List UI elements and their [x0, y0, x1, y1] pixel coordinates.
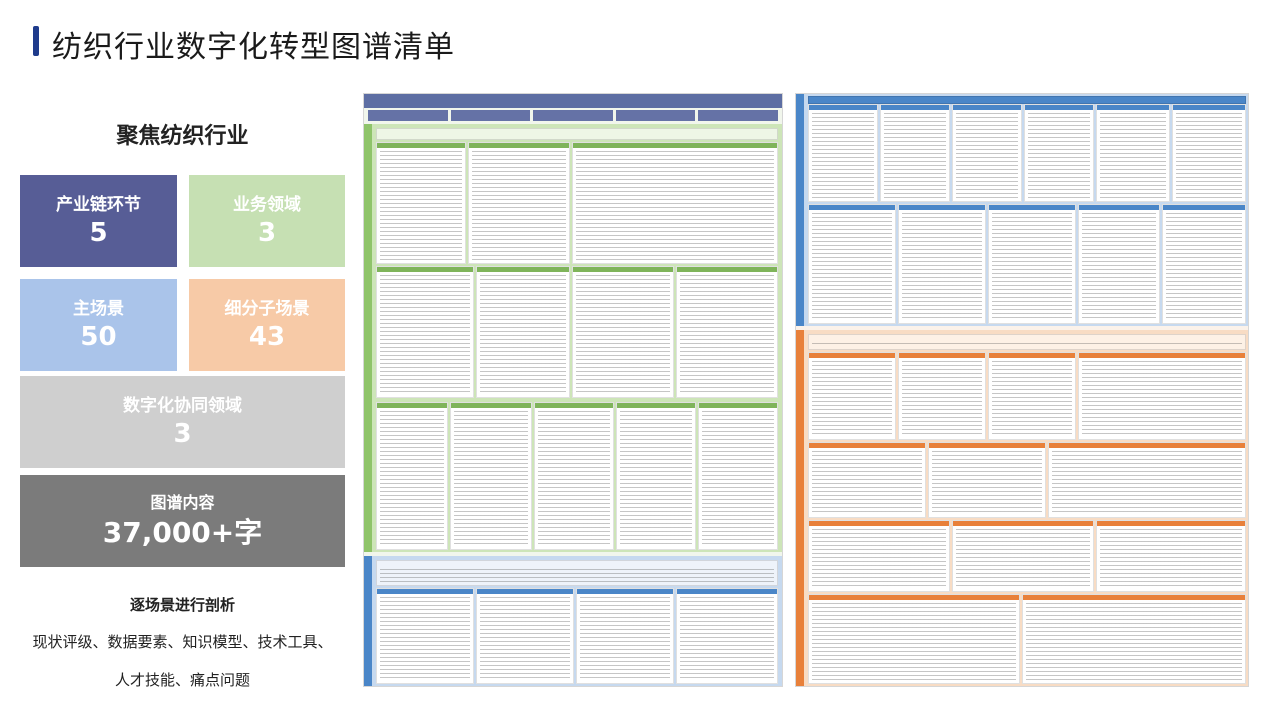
map-block — [898, 204, 986, 324]
stat-tile-sub-scenes: 细分子场景 43 — [189, 279, 345, 371]
map-thumbnail-collaboration — [795, 93, 1249, 687]
stat-label: 细分子场景 — [224, 299, 310, 319]
map-block — [1022, 594, 1246, 684]
stat-label: 数字化协同领域 — [123, 396, 242, 416]
map-block — [808, 96, 1246, 104]
stat-value: 3 — [173, 419, 192, 449]
analysis-dimensions-line: 人才技能、痛点问题 — [114, 671, 250, 689]
map-block — [988, 352, 1076, 440]
map-block — [988, 204, 1076, 324]
map-block — [898, 352, 986, 440]
chain-step — [450, 110, 531, 121]
stat-label: 业务领域 — [233, 195, 301, 215]
stat-label: 图谱内容 — [150, 493, 215, 512]
map-thumbnail-industry-chain — [363, 93, 783, 687]
section-side-tab — [364, 124, 372, 552]
map-block — [928, 442, 1046, 518]
map-block — [576, 588, 674, 684]
map-block — [616, 402, 696, 550]
map-block — [808, 520, 950, 592]
stat-value: 5 — [89, 218, 108, 248]
map-section-orange — [796, 330, 1248, 686]
map-block — [808, 204, 896, 324]
section-side-tab — [796, 94, 804, 326]
chain-step — [368, 110, 448, 121]
focus-heading: 聚焦纺织行业 — [116, 124, 249, 149]
map-block — [880, 104, 950, 202]
chain-step — [533, 110, 613, 121]
map-section-blue — [364, 556, 782, 686]
map-block — [1162, 204, 1246, 324]
map-block — [1078, 352, 1246, 440]
map-block — [676, 588, 778, 684]
chain-steps — [368, 110, 778, 121]
map-block — [534, 402, 614, 550]
map-header-bar — [364, 94, 782, 108]
map-block — [376, 128, 778, 140]
map-block — [476, 266, 570, 398]
map-block — [808, 594, 1020, 684]
chain-step — [698, 110, 778, 121]
map-block — [468, 142, 570, 264]
map-block — [698, 402, 778, 550]
map-block — [808, 104, 878, 202]
section-side-tab — [796, 330, 804, 686]
stat-label: 产业链环节 — [56, 195, 141, 215]
map-block — [376, 588, 474, 684]
map-block — [376, 402, 448, 550]
stat-label: 主场景 — [73, 299, 124, 319]
map-block — [676, 266, 778, 398]
map-block — [572, 266, 674, 398]
analysis-heading: 逐场景进行剖析 — [129, 596, 235, 614]
map-block — [476, 588, 574, 684]
map-block — [1096, 104, 1170, 202]
map-block — [376, 266, 474, 398]
stat-value: 50 — [80, 322, 117, 352]
map-block — [1172, 104, 1246, 202]
stat-value: 37,000+字 — [102, 516, 263, 549]
section-side-tab — [364, 556, 372, 686]
analysis-dimensions-line: 现状评级、数据要素、知识模型、技术工具、 — [32, 633, 333, 651]
stat-tile-chain: 产业链环节 5 — [20, 175, 177, 267]
map-block — [808, 442, 926, 518]
chain-step — [615, 110, 696, 121]
map-section-blue — [796, 94, 1248, 326]
stat-value: 3 — [257, 218, 277, 248]
stat-tile-business: 业务领域 3 — [189, 175, 345, 267]
stat-value: 43 — [248, 322, 286, 352]
map-block — [1096, 520, 1246, 592]
map-block — [1024, 104, 1094, 202]
title-accent-bar — [33, 26, 39, 56]
page-title: 纺织行业数字化转型图谱清单 — [52, 30, 455, 65]
stat-tile-collaboration: 数字化协同领域 3 — [20, 376, 345, 468]
map-block — [952, 104, 1022, 202]
map-block — [1078, 204, 1160, 324]
map-block — [376, 560, 778, 586]
map-block — [808, 334, 1246, 350]
map-section-green — [364, 124, 782, 552]
map-block — [808, 352, 896, 440]
map-block — [450, 402, 532, 550]
stat-tile-main-scenes: 主场景 50 — [20, 279, 177, 371]
map-block — [572, 142, 778, 264]
map-block — [1048, 442, 1246, 518]
stat-tile-content: 图谱内容 37,000+字 — [20, 475, 345, 567]
map-block — [376, 142, 466, 264]
map-block — [952, 520, 1094, 592]
